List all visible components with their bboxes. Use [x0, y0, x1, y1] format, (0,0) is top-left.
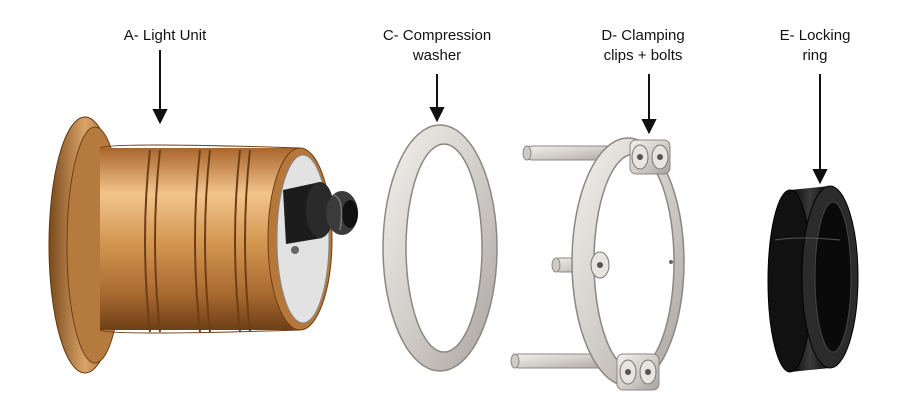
- arrow-light-unit: [152, 50, 168, 125]
- compression-washer-part: [382, 124, 498, 372]
- arrow-compression-washer: [429, 74, 445, 123]
- label-light-unit: A- Light Unit: [95, 26, 235, 46]
- label-locking-ring-line1: E- Locking: [779, 27, 851, 44]
- label-compression-washer-line1: C- Compression: [382, 27, 492, 44]
- label-locking-ring-line2: ring: [802, 47, 828, 64]
- label-clamping-clips-line1: D- Clamping: [601, 27, 685, 44]
- cable-gland: [283, 182, 358, 244]
- label-clamping-clips: D- Clamping clips + bolts: [573, 26, 713, 66]
- label-compression-washer: C- Compression washer: [362, 26, 512, 66]
- bolt-top: [522, 145, 621, 161]
- light-unit-part: [48, 116, 358, 374]
- label-compression-washer-line2: washer: [412, 47, 462, 64]
- clamping-clips-part: [510, 137, 685, 391]
- clip-bottom: [616, 353, 660, 391]
- locking-ring-part: [767, 185, 859, 373]
- label-clamping-clips-line2: clips + bolts: [603, 47, 683, 64]
- label-locking-ring: E- Locking ring: [760, 26, 870, 66]
- clip-top: [629, 139, 671, 175]
- clip-middle: [590, 251, 610, 279]
- arrow-clamping-clips: [641, 74, 657, 135]
- arrow-locking-ring: [812, 74, 828, 185]
- label-light-unit-line1: A- Light Unit: [123, 27, 207, 44]
